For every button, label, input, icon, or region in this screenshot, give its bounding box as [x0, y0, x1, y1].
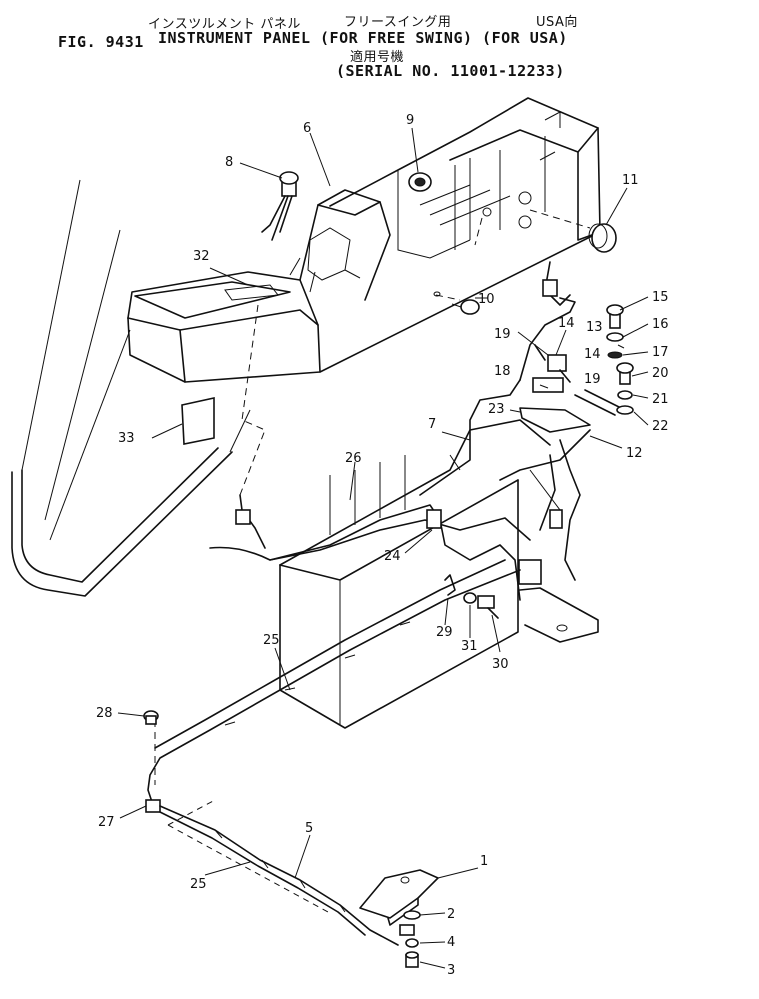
callout-numbers: 1 2 3 4 5 6 7 8 9 10 11 12 13 14 14 15 1…: [96, 113, 669, 978]
grommet-part-28: [143, 710, 159, 725]
callout-25: 25: [263, 633, 280, 648]
callout-26: 26: [345, 451, 362, 466]
callout-22: 22: [652, 419, 669, 434]
callout-7: 7: [428, 417, 436, 432]
toggle-switch-group: [519, 261, 626, 433]
callout-14: 14: [558, 316, 575, 331]
callout-14b: 14: [584, 347, 601, 362]
callout-3: 3: [447, 963, 455, 978]
callout-12: 12: [626, 446, 643, 461]
callout-32: 32: [193, 249, 210, 264]
callout-2: 2: [447, 907, 455, 922]
callout-33: 33: [118, 431, 135, 446]
callout-9: 9: [406, 113, 414, 128]
callout-15: 15: [652, 290, 669, 305]
japanese-title: インスツルメント パネル: [148, 17, 301, 32]
callout-leader-lines: [117, 127, 649, 969]
connector-part-27: [145, 799, 161, 813]
console-frame-part-6: [127, 97, 601, 383]
switch-part-8: [261, 171, 299, 241]
clip-washer-bolt-29-31: [444, 574, 499, 619]
callout-29: 29: [436, 625, 453, 640]
figure-number: FIG. 9431: [58, 33, 144, 51]
callout-19b: 19: [584, 372, 601, 387]
figure-title: INSTRUMENT PANEL (FOR FREE SWING) (FOR U…: [158, 29, 568, 47]
callout-30: 30: [492, 657, 509, 672]
wiring-harness-part-7-12: [209, 379, 591, 601]
callout-20: 20: [652, 366, 669, 381]
callout-18: 18: [494, 364, 511, 379]
callout-23: 23: [488, 402, 505, 417]
harness-part-5: [159, 805, 399, 946]
callout-19: 19: [494, 327, 511, 342]
assembly-guide-lines: [154, 209, 591, 913]
callout-31: 31: [461, 639, 478, 654]
callout-13: 13: [586, 320, 603, 335]
callout-27: 27: [98, 815, 115, 830]
japanese-subtitle: フリースイング用: [344, 15, 452, 30]
bolt-stack-15-22: [606, 304, 634, 415]
bracket-part-1: [359, 869, 439, 968]
callout-16: 16: [652, 317, 669, 332]
callout-4: 4: [447, 935, 455, 950]
callout-21: 21: [652, 392, 669, 407]
callout-10: 10: [478, 292, 495, 307]
callout-1: 1: [480, 854, 488, 869]
callout-6: 6: [303, 121, 311, 136]
decal-part-33: [181, 397, 215, 445]
callout-8: 8: [225, 155, 233, 170]
cap-part-11: [588, 223, 617, 253]
callout-5: 5: [305, 821, 313, 836]
cab-window-frame: [11, 179, 251, 597]
callout-25b: 25: [190, 877, 207, 892]
callout-24: 24: [384, 549, 401, 564]
callout-17: 17: [652, 345, 669, 360]
plug-part-10: [433, 291, 480, 315]
japanese-serial-label: 適用号機: [350, 50, 405, 65]
callout-11: 11: [622, 173, 639, 188]
serial-range: (SERIAL NO. 11001-12233): [336, 62, 565, 80]
harness-part-25: [147, 559, 521, 803]
lower-bracket-box: [279, 419, 599, 729]
callout-28: 28: [96, 706, 113, 721]
japanese-region: USA向: [536, 15, 578, 30]
grommet-part-9: [408, 172, 432, 192]
